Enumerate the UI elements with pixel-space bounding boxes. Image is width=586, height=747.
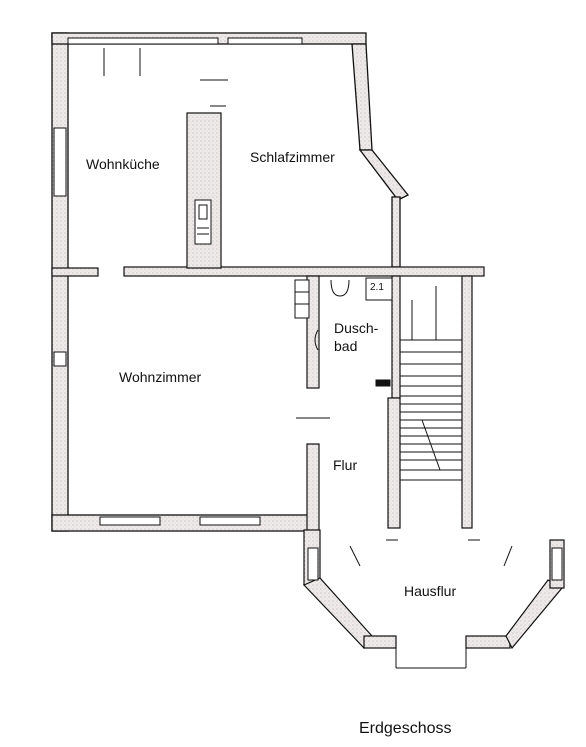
hausflur-wall-bottom-left — [363, 635, 397, 649]
window-top-bedroom — [227, 37, 303, 45]
window-top-kitchen — [67, 37, 219, 45]
room-label-duschbad-line2: bad — [334, 338, 358, 354]
window-hausflur-left — [307, 547, 319, 581]
wall-left — [51, 32, 69, 532]
hausflur-wall-right-angled — [505, 579, 563, 650]
bath-toilet — [330, 279, 350, 297]
window-bottom-living-1 — [99, 516, 161, 526]
stair-mark — [375, 379, 391, 387]
room-label-wohnkueche: Wohnküche — [86, 156, 160, 172]
wall-right-upper — [351, 43, 373, 151]
bath-sink — [314, 329, 319, 351]
wall-bay-vertical — [391, 196, 401, 268]
wall-kitchen-bedroom — [186, 112, 222, 269]
inner-walls — [51, 112, 485, 535]
window-left-kitchen — [53, 127, 67, 197]
room-label-duschbad-line1: Dusch- — [334, 320, 379, 336]
room-label-hausflur: Hausflur — [404, 583, 457, 599]
window-hausflur-right — [551, 547, 563, 581]
wall-bottom-living — [51, 514, 319, 532]
wall-stair-right — [461, 275, 473, 529]
room-label-flur: Flur — [333, 457, 358, 473]
room-label-schlafzimmer: Schlafzimmer — [250, 149, 335, 165]
wall-bath-right — [391, 275, 401, 399]
window-bottom-living-2 — [199, 516, 261, 526]
fixtures — [103, 48, 513, 669]
window-left-living — [53, 351, 67, 367]
wall-flur-left — [306, 443, 320, 535]
staircase — [400, 286, 462, 481]
windows — [53, 37, 563, 581]
hausflur-wall-bottom-right — [465, 635, 511, 649]
chimney-mark-label: 2.1 — [370, 282, 384, 293]
bath-shelf — [294, 279, 310, 319]
floor-label: Erdgeschoss — [359, 720, 452, 737]
hausflur-wall-left-angled — [302, 577, 373, 649]
room-label-wohnzimmer: Wohnzimmer — [119, 369, 202, 385]
wall-bay-angled — [358, 149, 410, 201]
chimney-box — [365, 277, 393, 301]
wall-mid-left — [51, 267, 99, 277]
wall-bath-left — [306, 275, 320, 389]
hausflur-door-mark-right — [503, 545, 513, 567]
wall-mid-main — [123, 266, 485, 277]
wall-stair-left — [387, 397, 401, 529]
hausflur-door-mark-left — [349, 545, 361, 567]
kitchen-stove — [194, 199, 212, 245]
